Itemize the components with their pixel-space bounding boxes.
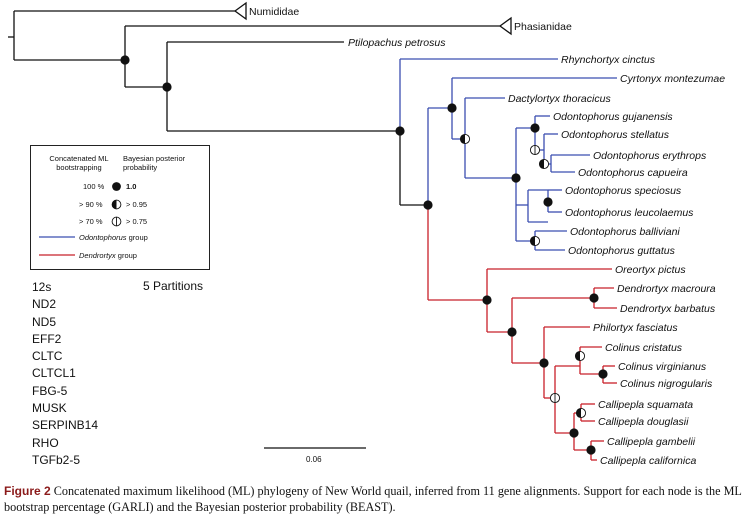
- node-full-support: [569, 428, 579, 438]
- legend-dendrortyx-rest: group: [115, 251, 137, 260]
- legend-row2-ml: > 90 %: [79, 200, 103, 209]
- taxon-label: Phasianidae: [514, 21, 572, 33]
- legend-bayes-heading: Bayesian posterior probability: [123, 154, 207, 172]
- node-full-support: [589, 293, 599, 303]
- legend-odontophorus-rest: group: [126, 233, 148, 242]
- node-half-support: [538, 158, 550, 170]
- node-full-support: [162, 82, 172, 92]
- taxon-label: Rhynchortyx cinctus: [561, 54, 656, 66]
- legend-row2-bayes: > 0.95: [126, 200, 148, 209]
- node-full-support: [482, 295, 492, 305]
- numididae-triangle: [233, 1, 247, 21]
- gene-item: 12s: [32, 280, 52, 294]
- taxon-label: Odontophorus balliviani: [570, 226, 680, 238]
- taxon-label: Odontophorus speciosus: [565, 185, 682, 197]
- node-low-support: [529, 144, 541, 156]
- taxon-label: Dendrortyx macroura: [617, 283, 716, 295]
- taxon-label: Colinus virginianus: [618, 361, 707, 373]
- phylogeny-tree: Numididae Phasianidae Ptilopachus petros…: [8, 1, 725, 467]
- legend-bayes-heading-line1: Bayesian posterior: [123, 154, 186, 163]
- node-full-support: [530, 123, 540, 133]
- partitions-label: 5 Partitions: [143, 279, 204, 293]
- gene-item: ND5: [32, 314, 57, 329]
- taxon-label: Callipepla californica: [600, 455, 696, 467]
- taxon-label: Colinus nigrogularis: [620, 378, 713, 390]
- legend-row3-bayes: > 0.75: [126, 217, 148, 226]
- figure-caption-text: Concatenated maximum likelihood (ML) phy…: [4, 484, 742, 514]
- node-full-support: [507, 327, 517, 337]
- taxon-label: Odontophorus guttatus: [568, 245, 676, 257]
- node-half-support: [575, 407, 587, 419]
- taxon-label: Oreortyx pictus: [615, 264, 686, 276]
- gene-item: RHO: [32, 435, 59, 450]
- taxon-label: Colinus cristatus: [605, 342, 683, 354]
- taxon-label: Odontophorus erythrops: [593, 150, 707, 162]
- legend-dendrortyx-italic: Dendrortyx: [79, 251, 116, 260]
- legend-row3-ml: > 70 %: [79, 217, 103, 226]
- odontophorus-line-icon: [39, 236, 75, 238]
- taxon-label: Dendrortyx barbatus: [620, 303, 716, 315]
- node-half-support: [459, 133, 471, 145]
- node-full-support: [423, 200, 433, 210]
- node-half-support: [574, 350, 586, 362]
- split-circle-icon: [111, 216, 122, 227]
- legend-ml-heading-line2: bootstrapping: [56, 163, 102, 172]
- figure-caption: Figure 2 Concatenated maximum likelihood…: [4, 484, 742, 515]
- full-circle-icon: [112, 182, 121, 191]
- taxon-label: Ptilopachus petrosus: [348, 37, 446, 49]
- taxon-label: Numididae: [249, 6, 299, 18]
- legend-box: Concatenated ML bootstrapping Bayesian p…: [30, 145, 210, 270]
- dendrortyx-branches: [427, 205, 617, 461]
- gene-item: TGFb2-5: [32, 452, 81, 467]
- legend-dendrortyx-label: Dendrortyx group: [79, 251, 137, 260]
- legend-ml-heading-line1: Concatenated ML: [49, 154, 109, 163]
- taxon-label: Callipepla squamata: [598, 399, 693, 411]
- legend-bayes-heading-line2: probability: [123, 163, 158, 172]
- legend-odontophorus-label: Odontophorus group: [79, 233, 148, 242]
- dendrortyx-line-icon: [39, 254, 75, 256]
- node-full-support: [395, 126, 405, 136]
- taxon-label: Callipepla douglasii: [598, 416, 689, 428]
- legend-odontophorus-italic: Odontophorus: [79, 233, 127, 242]
- node-full-support: [447, 103, 457, 113]
- taxon-label: Dactylortyx thoracicus: [508, 93, 611, 105]
- gene-list: 12s ND2 ND5 EFF2 CLTC CLTCL1 FBG-5 MUSK …: [32, 279, 98, 469]
- gene-item: CLTCL1: [32, 366, 76, 381]
- node-low-support: [549, 392, 561, 404]
- node-full-support: [120, 55, 130, 65]
- taxon-labels: Numididae Phasianidae Ptilopachus petros…: [249, 6, 725, 467]
- legend-row1-bayes: 1.0: [126, 182, 137, 191]
- node-full-support: [598, 369, 608, 379]
- taxon-label: Odontophorus capueira: [578, 167, 688, 179]
- scale-bar-label: 0.06: [306, 455, 322, 464]
- node-half-support: [529, 235, 541, 247]
- node-full-support: [511, 173, 521, 183]
- taxon-label: Cyrtonyx montezumae: [620, 73, 725, 85]
- gene-item: CLTC: [32, 349, 63, 364]
- legend-ml-heading: Concatenated ML bootstrapping: [39, 154, 119, 172]
- odontophorus-branches: [399, 58, 617, 251]
- node-full-support: [586, 445, 596, 455]
- taxon-label: Callipepla gambelii: [607, 436, 696, 448]
- half-circle-icon: [111, 199, 122, 210]
- phasianidae-triangle: [498, 16, 512, 36]
- gene-item: ND2: [32, 297, 57, 312]
- taxon-label: Odontophorus gujanensis: [553, 111, 673, 123]
- taxon-label: Odontophorus stellatus: [561, 129, 670, 141]
- gene-item: FBG-5: [32, 383, 68, 398]
- figure-caption-label: Figure 2: [4, 484, 51, 498]
- taxon-label: Philortyx fasciatus: [593, 322, 678, 334]
- gene-item: MUSK: [32, 401, 67, 416]
- taxon-label: Odontophorus leucolaemus: [565, 207, 694, 219]
- support-nodes: [120, 55, 608, 455]
- gene-item: SERPINB14: [32, 418, 99, 433]
- node-full-support: [539, 358, 549, 368]
- gene-item: EFF2: [32, 331, 62, 346]
- node-full-support: [543, 197, 553, 207]
- legend-row1-ml: 100 %: [83, 182, 105, 191]
